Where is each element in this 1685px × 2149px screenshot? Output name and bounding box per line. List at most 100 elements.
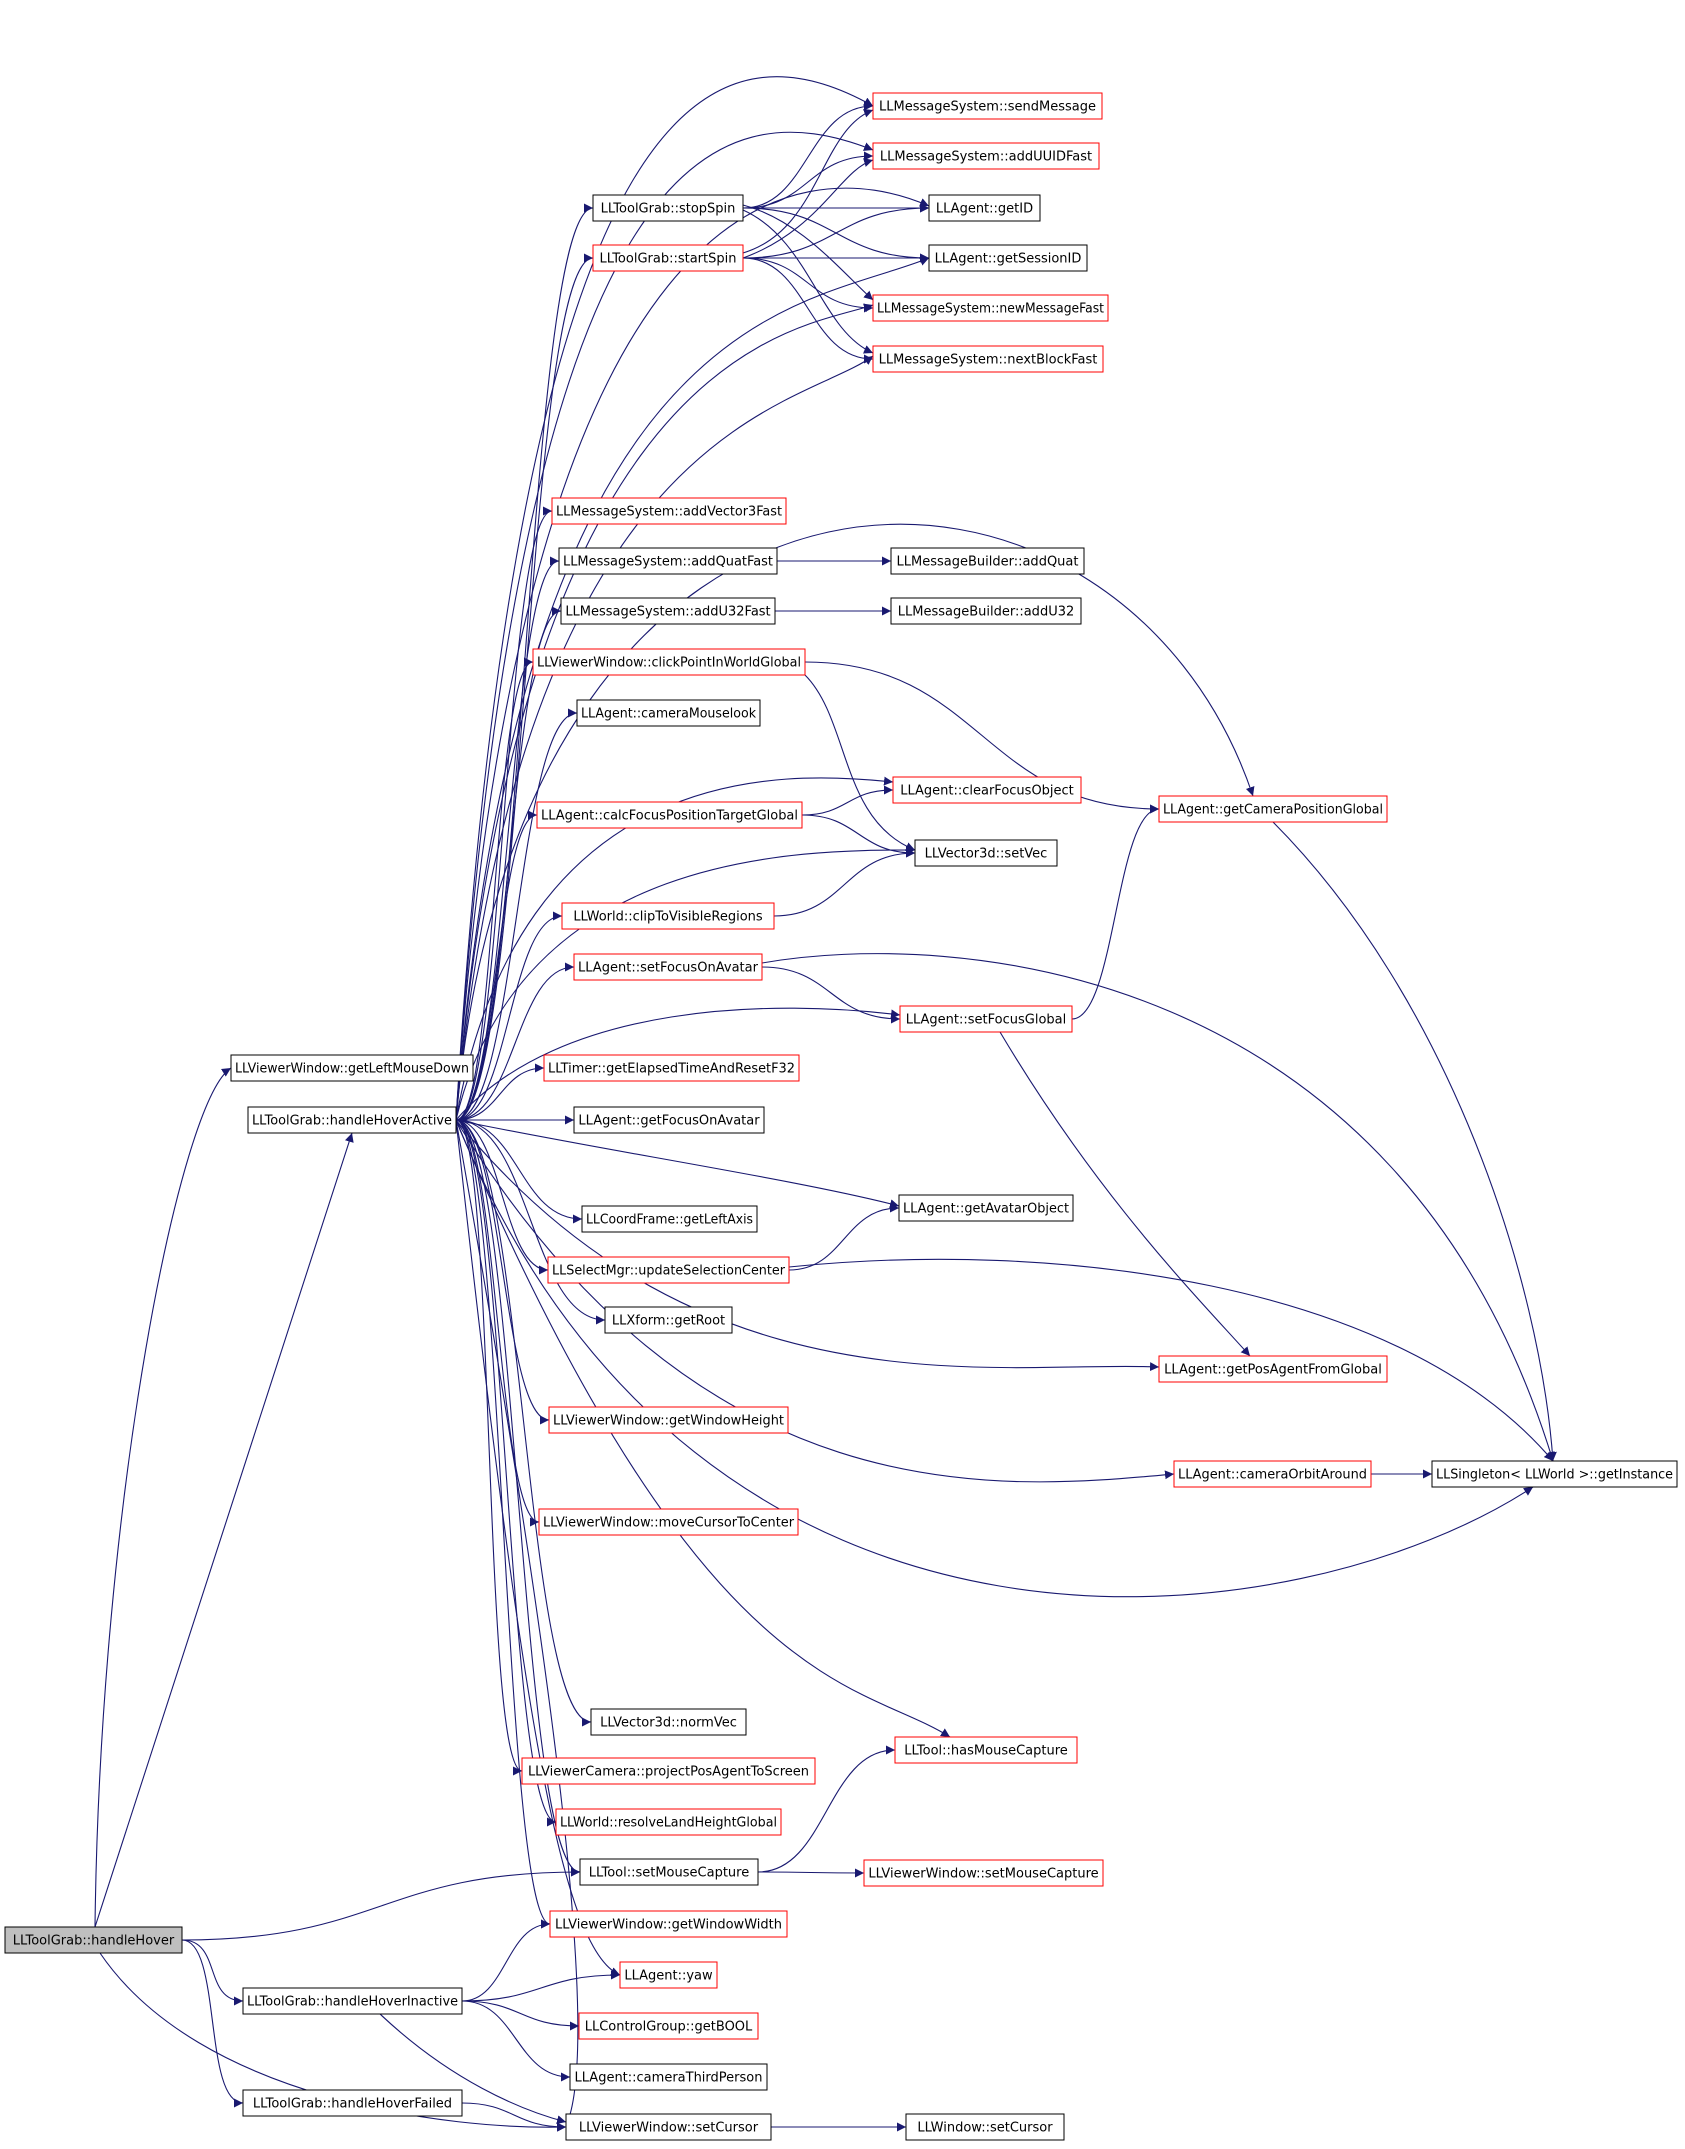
node-label: LLViewerCamera::projectPosAgentToScreen bbox=[528, 1765, 809, 1780]
graph-node[interactable]: LLAgent::setFocusOnAvatar bbox=[573, 953, 763, 981]
graph-node[interactable]: LLViewerWindow::getWindowWidth bbox=[549, 1910, 788, 1938]
graph-node[interactable]: LLMessageSystem::nextBlockFast bbox=[872, 345, 1104, 373]
node-label: LLToolGrab::stopSpin bbox=[601, 202, 736, 217]
node-box bbox=[576, 699, 761, 727]
call-edge bbox=[742, 151, 874, 209]
call-edge bbox=[742, 158, 874, 259]
node-label: LLAgent::calcFocusPositionTargetGlobal bbox=[541, 809, 798, 824]
node-box bbox=[573, 953, 763, 981]
graph-node[interactable]: LLMessageSystem::sendMessage bbox=[872, 92, 1103, 120]
node-box bbox=[551, 497, 787, 525]
call-edge bbox=[742, 203, 930, 259]
node-box bbox=[1158, 1355, 1388, 1383]
graph-node[interactable]: LLViewerWindow::clickPointInWorldGlobal bbox=[532, 648, 806, 676]
node-label: LLTool::setMouseCapture bbox=[589, 1866, 749, 1881]
call-edge bbox=[788, 1258, 1554, 1462]
graph-node[interactable]: LLMessageSystem::addUUIDFast bbox=[872, 142, 1100, 170]
call-edge bbox=[757, 1745, 896, 1873]
node-label: LLWindow::setCursor bbox=[917, 2121, 1053, 2136]
node-box bbox=[928, 194, 1041, 222]
node-label: LLVector3d::setVec bbox=[925, 847, 1048, 862]
node-label: LLViewerWindow::getWindowWidth bbox=[555, 1918, 782, 1933]
graph-node: LLXform::getRoot bbox=[604, 1306, 733, 1334]
graph-node[interactable]: LLAgent::getCameraPositionGlobal bbox=[1158, 795, 1388, 823]
graph-node[interactable]: LLAgent::cameraOrbitAround bbox=[1173, 1460, 1372, 1488]
node-label: LLAgent::yaw bbox=[624, 1969, 713, 1984]
graph-node: LLAgent::getID bbox=[928, 194, 1041, 222]
node-label: LLTool::hasMouseCapture bbox=[904, 1744, 1068, 1759]
call-edge bbox=[455, 708, 578, 1121]
call-edge bbox=[804, 661, 1160, 814]
node-label: LLAgent::cameraMouselook bbox=[581, 707, 756, 722]
call-edge bbox=[742, 204, 874, 301]
graph-node: LLSingleton< LLWorld >::getInstance bbox=[1431, 1460, 1678, 1488]
graph-node: LLAgent::cameraThirdPerson bbox=[569, 2063, 768, 2091]
graph-node[interactable]: LLMessageSystem::newMessageFast bbox=[872, 294, 1109, 322]
node-box bbox=[536, 801, 803, 829]
call-edge bbox=[455, 303, 874, 1121]
node-box bbox=[604, 1306, 733, 1334]
graph-node[interactable]: LLViewerCamera::projectPosAgentToScreen bbox=[521, 1757, 816, 1785]
call-edge bbox=[455, 1119, 606, 1325]
call-edge bbox=[94, 1067, 232, 1928]
graph-node[interactable]: LLAgent::clearFocusObject bbox=[892, 776, 1082, 804]
node-label: LLViewerWindow::setCursor bbox=[579, 2121, 759, 2136]
node-box bbox=[565, 2113, 772, 2141]
graph-node[interactable]: LLWorld::resolveLandHeightGlobal bbox=[555, 1808, 782, 1836]
graph-node[interactable]: LLViewerWindow::moveCursorToCenter bbox=[538, 1508, 799, 1536]
node-label: LLToolGrab::handleHoverActive bbox=[252, 1114, 452, 1129]
graph-node: LLAgent::getAvatarObject bbox=[898, 1194, 1074, 1222]
graph-node[interactable]: LLControlGroup::getBOOL bbox=[578, 2012, 759, 2040]
graph-node[interactable]: LLTool::hasMouseCapture bbox=[894, 1736, 1078, 1764]
call-edge bbox=[455, 1119, 1534, 1598]
node-label: LLXform::getRoot bbox=[612, 1314, 725, 1329]
graph-node: LLMessageSystem::addU32Fast bbox=[560, 597, 776, 625]
graph-node[interactable]: LLAgent::setFocusGlobal bbox=[899, 1005, 1073, 1033]
node-label: LLAgent::getCameraPositionGlobal bbox=[1163, 803, 1383, 818]
node-box bbox=[579, 1858, 759, 1886]
graph-node: LLViewerWindow::setCursor bbox=[565, 2113, 772, 2141]
call-edge bbox=[773, 848, 916, 917]
graph-node: LLWindow::setCursor bbox=[905, 2113, 1065, 2141]
node-box bbox=[894, 1736, 1078, 1764]
graph-node[interactable]: LLMessageSystem::addVector3Fast bbox=[551, 497, 787, 525]
call-edge bbox=[455, 657, 534, 1121]
node-box bbox=[4, 1926, 183, 1954]
graph-node[interactable]: LLTimer::getElapsedTimeAndResetF32 bbox=[543, 1054, 800, 1082]
node-label: LLMessageSystem::addUUIDFast bbox=[880, 150, 1092, 165]
node-box bbox=[892, 776, 1082, 804]
call-edge bbox=[455, 606, 562, 1121]
call-edge bbox=[801, 785, 894, 816]
call-edge bbox=[379, 2013, 567, 2125]
node-box bbox=[890, 547, 1085, 575]
node-box bbox=[863, 1859, 1104, 1887]
call-edge bbox=[742, 209, 874, 354]
graph-node[interactable]: LLSelectMgr::updateSelectionCenter bbox=[547, 1256, 790, 1284]
call-edge bbox=[1071, 804, 1160, 1020]
graph-node[interactable]: LLViewerWindow::setMouseCapture bbox=[863, 1859, 1104, 1887]
node-label: LLAgent::getAvatarObject bbox=[903, 1202, 1069, 1217]
node-label: LLMessageBuilder::addU32 bbox=[898, 605, 1075, 620]
graph-node[interactable]: LLWorld::clipToVisibleRegions bbox=[561, 902, 775, 930]
call-edge bbox=[455, 76, 874, 1121]
call-edge bbox=[461, 2000, 580, 2031]
call-edge bbox=[804, 674, 916, 851]
graph-node[interactable]: LLToolGrab::startSpin bbox=[592, 244, 744, 272]
node-label: LLAgent::getID bbox=[936, 202, 1033, 217]
graph-node[interactable]: LLViewerWindow::getWindowHeight bbox=[548, 1406, 789, 1434]
call-edge bbox=[757, 1868, 865, 1878]
node-box bbox=[573, 1106, 765, 1134]
graph-node[interactable]: LLAgent::yaw bbox=[619, 1961, 718, 1989]
node-box bbox=[538, 1508, 799, 1536]
node-label: LLControlGroup::getBOOL bbox=[585, 2020, 753, 2035]
call-edge bbox=[455, 962, 575, 1121]
graph-node[interactable]: LLAgent::getPosAgentFromGlobal bbox=[1158, 1355, 1388, 1383]
graph-node: LLCoordFrame::getLeftAxis bbox=[581, 1205, 758, 1233]
call-edge bbox=[455, 556, 560, 1121]
call-edge bbox=[455, 1119, 540, 1527]
node-box bbox=[521, 1757, 816, 1785]
call-edge bbox=[461, 2000, 571, 2082]
graph-node[interactable]: LLAgent::calcFocusPositionTargetGlobal bbox=[536, 801, 803, 829]
node-box bbox=[592, 244, 744, 272]
node-label: LLViewerWindow::setMouseCapture bbox=[868, 1867, 1098, 1882]
